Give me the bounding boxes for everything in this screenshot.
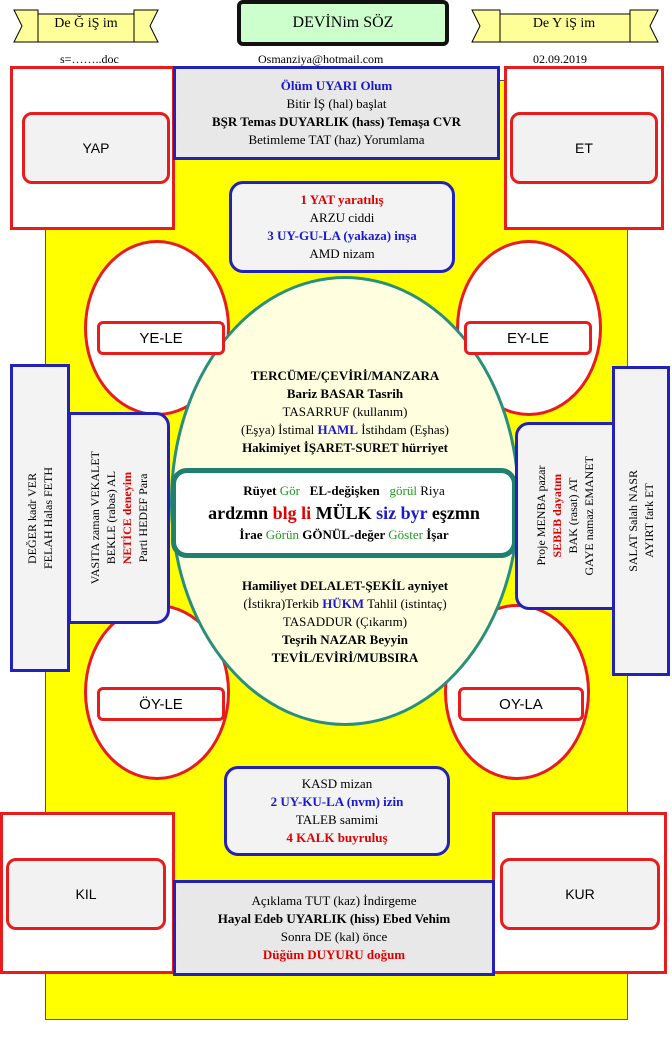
- inner-left-line-1: VASITA zaman VEKALET: [88, 451, 102, 585]
- circle-top-line-4b: HAML: [317, 422, 358, 437]
- inner-left-line-3: NETİCE deneyim: [120, 471, 134, 565]
- inner-right-text: Proje MENBA pazar SEBEB dayatım BAK (ras…: [533, 456, 597, 576]
- page-title: DEVİNim SÖZ: [237, 0, 449, 46]
- top-box-line-3: BŞR Temas DUYARLIK (hass) Temaşa CVR: [211, 114, 462, 129]
- center-row-1e: Riya: [416, 483, 445, 498]
- circle-top-line-2: Bariz BASAR Tasrih: [286, 386, 404, 401]
- date: 02.09.2019: [533, 52, 587, 66]
- center-row-2e: eşzmn: [427, 503, 480, 523]
- far-right-line-2: AYIRT fark ET: [642, 483, 656, 559]
- oval-label-top-right: EY-LE: [464, 321, 592, 355]
- bottom-left-label: KIL: [6, 858, 166, 930]
- lower-box-line-3: TALEB samimi: [295, 812, 379, 827]
- bottom-box-line-3: Sonra DE (kal) önce: [280, 929, 388, 944]
- inner-left-text: VASITA zaman VEKALET BEKLE (rabas) AL NE…: [87, 451, 151, 584]
- lower-box-line-2: 2 UY-KU-LA (nvm) izin: [270, 794, 404, 809]
- inner-left-box: VASITA zaman VEKALET BEKLE (rabas) AL NE…: [68, 412, 170, 624]
- right-tab-label: De Y iŞ im: [532, 16, 596, 31]
- left-tab-banner: [13, 9, 159, 43]
- lower-box-line-1: KASD mizan: [301, 776, 373, 791]
- circle-top-line-4c: İstihdam (Eşhas): [358, 422, 449, 437]
- center-row-2d: siz byr: [376, 503, 428, 523]
- far-right-text: SALAT Salah NASR AYIRT fark ET: [625, 470, 657, 572]
- bottom-box-line-2: Hayal Edeb UYARLIK (hiss) Ebed Vehim: [217, 911, 451, 926]
- far-right-line-1: SALAT Salah NASR: [626, 470, 640, 572]
- circle-bottom-line-1: Hamiliyet DELALET-ŞEKİL ayniyet: [241, 578, 449, 593]
- left-tab-label: De Ğ iŞ im: [54, 16, 118, 31]
- center-row-1a: Rüyet: [243, 483, 280, 498]
- circle-top-text: TERCÜME/ÇEVİRİ/MANZARA Bariz BASAR Tasri…: [200, 366, 490, 458]
- bottom-box-line-4: Düğüm DUYURU doğum: [262, 947, 406, 962]
- center-box: Rüyet Gör EL-değişken görül Riya ardzmn …: [171, 468, 517, 558]
- inner-right-box: Proje MENBA pazar SEBEB dayatım BAK (ras…: [515, 422, 615, 610]
- email: Osmanziya@hotmail.com: [258, 52, 384, 66]
- upper-box-line-1: 1 YAT yaratılış: [300, 192, 384, 207]
- inner-right-line-3: BAK (rasat) AT: [566, 478, 580, 554]
- circle-top-line-1: TERCÜME/ÇEVİRİ/MANZARA: [250, 368, 440, 383]
- center-row-2b: blg li: [272, 503, 312, 523]
- oval-label-top-left: YE-LE: [97, 321, 225, 355]
- circle-bottom-line-2: (İstikra)Terkib HÜKM Tahlil (istintaç): [243, 595, 446, 613]
- lower-box-line-4: 4 KALK buyruluş: [286, 830, 388, 845]
- center-row-3: İrae Görün GÖNÜL-değer Göster İşar: [239, 526, 448, 544]
- upper-box-line-3: 3 UY-GU-LA (yakaza) inşa: [267, 228, 417, 243]
- circle-top-line-4: (Eşya) İstimal HAML İstihdam (Eşhas): [241, 421, 449, 439]
- far-left-line-1: DEĞER kadr VER: [25, 472, 39, 564]
- far-left-text: DEĞER kadr VER FELAH Halas FETH: [24, 467, 56, 569]
- center-row-2: ardzmn blg li MÜLK siz byr eşzmn: [208, 500, 480, 526]
- center-row-3c: GÖNÜL-değer: [298, 527, 389, 542]
- center-row-1c: EL-değişken: [299, 483, 390, 498]
- center-row-3b: Görün: [265, 527, 299, 542]
- far-left-line-2: FELAH Halas FETH: [41, 467, 55, 569]
- oval-label-bottom-left: ÖY-LE: [97, 687, 225, 721]
- top-box: Ölüm UYARI Olum Bitir İŞ (hal) başlat BŞ…: [173, 66, 500, 160]
- center-row-2a: ardzmn: [208, 503, 273, 523]
- circle-bottom-text: Hamiliyet DELALET-ŞEKİL ayniyet (İstikra…: [200, 576, 490, 668]
- circle-bottom-line-2b: HÜKM: [322, 596, 365, 611]
- circle-bottom-line-5: TEVİL/EVİRİ/MUBSIRA: [271, 650, 419, 665]
- upper-box: 1 YAT yaratılış ARZU ciddi 3 UY-GU-LA (y…: [229, 181, 455, 273]
- center-row-3e: İşar: [422, 527, 449, 542]
- upper-box-line-2: ARZU ciddi: [309, 210, 375, 225]
- circle-top-line-5: Hakimiyet İŞARET-SURET hürriyet: [242, 440, 448, 455]
- far-right-box: SALAT Salah NASR AYIRT fark ET: [612, 366, 670, 676]
- center-row-2c: MÜLK: [311, 503, 377, 523]
- inner-left-line-4: Parti HEDEF Para: [136, 473, 150, 563]
- top-box-line-1: Ölüm UYARI Olum: [280, 78, 393, 93]
- top-left-label: YAP: [22, 112, 170, 184]
- circle-bottom-line-3: TASADDUR (Çıkarım): [282, 614, 408, 629]
- circle-top-line-3: TASARRUF (kullanım): [282, 404, 408, 419]
- oval-label-bottom-right: OY-LA: [458, 687, 584, 721]
- top-right-label: ET: [510, 112, 658, 184]
- circle-bottom-line-2a: (İstikra)Terkib: [243, 596, 323, 611]
- center-row-1: Rüyet Gör EL-değişken görül Riya: [243, 482, 445, 500]
- circle-top-line-4a: (Eşya) İstimal: [241, 422, 318, 437]
- bottom-box: Açıklama TUT (kaz) İndirgeme Hayal Edeb …: [173, 880, 495, 976]
- circle-bottom-line-2c: Tahlil (istintaç): [364, 596, 447, 611]
- lower-box: KASD mizan 2 UY-KU-LA (nvm) izin TALEB s…: [224, 766, 450, 856]
- inner-left-line-2: BEKLE (rabas) AL: [104, 471, 118, 565]
- inner-right-line-1: Proje MENBA pazar: [534, 466, 548, 566]
- bottom-right-label: KUR: [500, 858, 660, 930]
- bottom-box-line-1: Açıklama TUT (kaz) İndirgeme: [251, 893, 417, 908]
- upper-box-line-4: AMD nizam: [309, 246, 375, 261]
- inner-right-line-2: SEBEB dayatım: [550, 474, 564, 558]
- file-name: s=……..doc: [60, 52, 119, 66]
- top-box-line-2: Bitir İŞ (hal) başlat: [286, 96, 387, 111]
- center-row-3d: Göster: [388, 527, 423, 542]
- inner-right-line-4: GAYE namaz EMANET: [582, 456, 596, 576]
- right-tab-banner: [471, 9, 659, 43]
- center-row-1d: görül: [389, 483, 417, 498]
- top-box-line-4: Betimleme TAT (haz) Yorumlama: [248, 132, 425, 147]
- center-row-1b: Gör: [279, 483, 300, 498]
- far-left-box: DEĞER kadr VER FELAH Halas FETH: [10, 364, 70, 672]
- circle-bottom-line-4: Teşrih NAZAR Beyyin: [282, 632, 408, 647]
- center-row-3a: İrae: [239, 527, 266, 542]
